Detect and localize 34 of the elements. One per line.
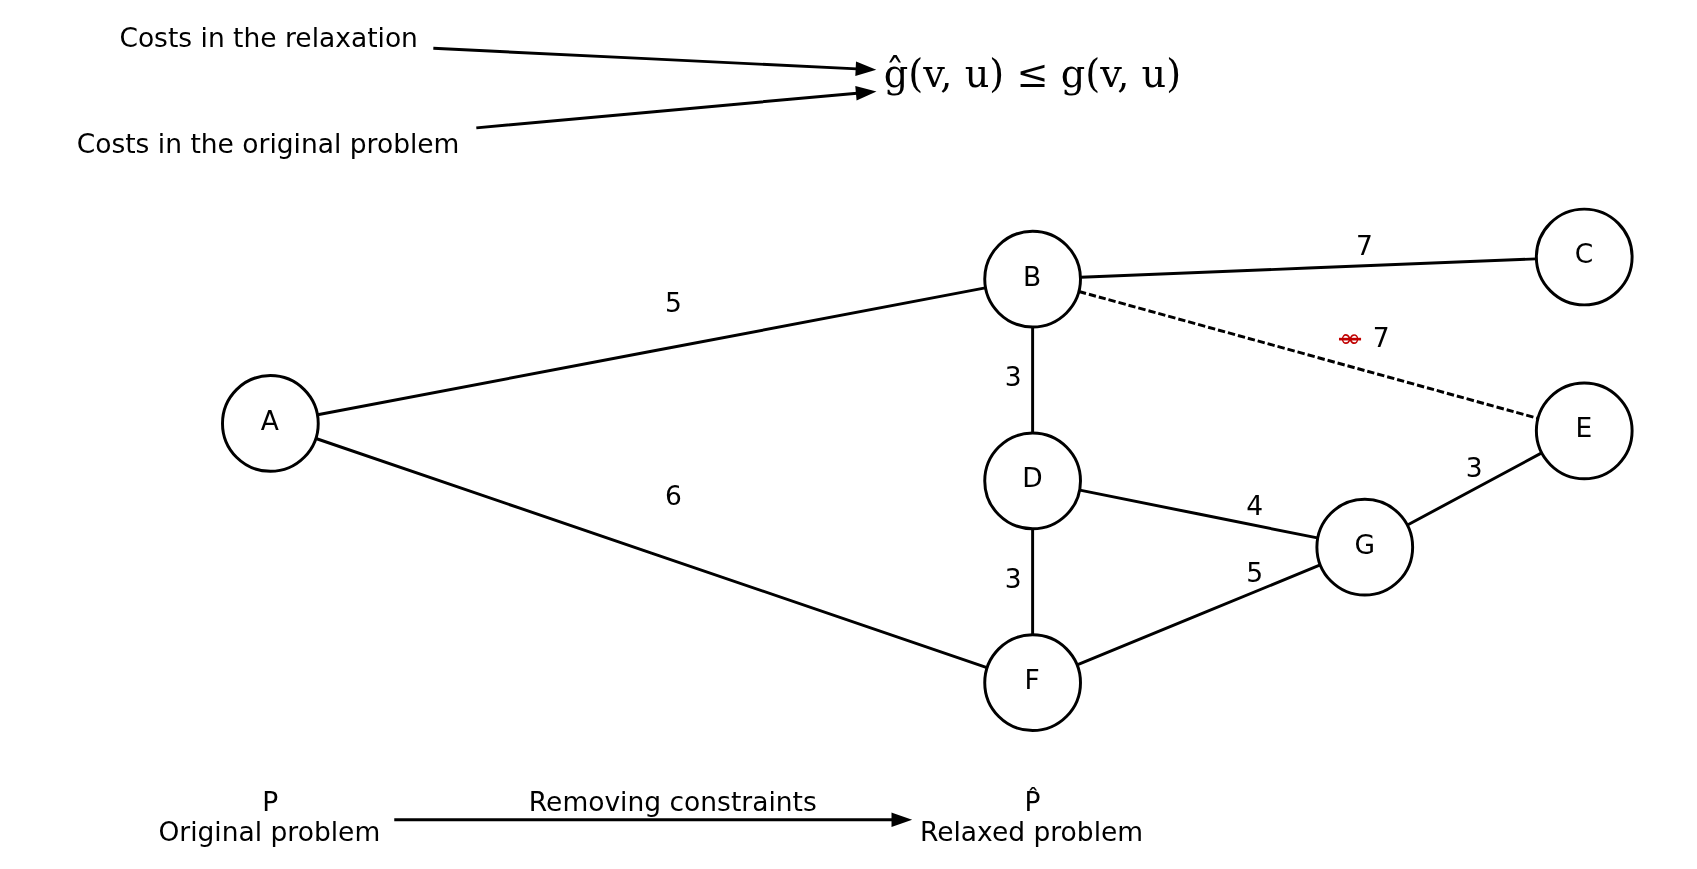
node-circle: D	[983, 431, 1082, 531]
arrow	[394, 812, 913, 827]
edge-label: 4	[1246, 490, 1264, 522]
edge-label: 5	[665, 287, 682, 319]
node-text: ĝ(v, u) ≤ g(v, u)	[883, 50, 1182, 96]
node-circle: A	[221, 374, 320, 473]
connector	[1078, 290, 1539, 420]
connector	[1031, 528, 1035, 635]
node-text: Costs in the relaxation	[119, 21, 418, 53]
arrow	[433, 46, 877, 77]
edge-label: 3	[1004, 361, 1022, 393]
connector	[1080, 257, 1537, 279]
connector	[317, 286, 986, 417]
edge-label: 5	[1246, 556, 1264, 588]
node-circle: B	[983, 229, 1082, 329]
node-circle: F	[983, 633, 1082, 733]
edge-label: ∞ 7	[1338, 322, 1390, 354]
node-text: P Original problem	[158, 786, 381, 847]
node-circle: E	[1534, 381, 1634, 481]
edge-label: 3	[1004, 563, 1022, 595]
node-circle: C	[1534, 207, 1634, 307]
connector	[1076, 563, 1321, 667]
node-text: Costs in the original problem	[76, 128, 460, 160]
edge-label: Removing constraints	[528, 786, 817, 818]
node-circle: G	[1315, 497, 1415, 597]
edge-label: 3	[1465, 452, 1483, 484]
connector	[1031, 327, 1035, 433]
connector	[1079, 488, 1318, 540]
connector	[1406, 451, 1543, 527]
arrow	[476, 86, 877, 130]
edge-label: 7	[1355, 229, 1373, 261]
edge-label: 6	[665, 480, 682, 512]
connector	[315, 437, 988, 669]
node-text: P̂ Relaxed problem	[919, 786, 1144, 847]
